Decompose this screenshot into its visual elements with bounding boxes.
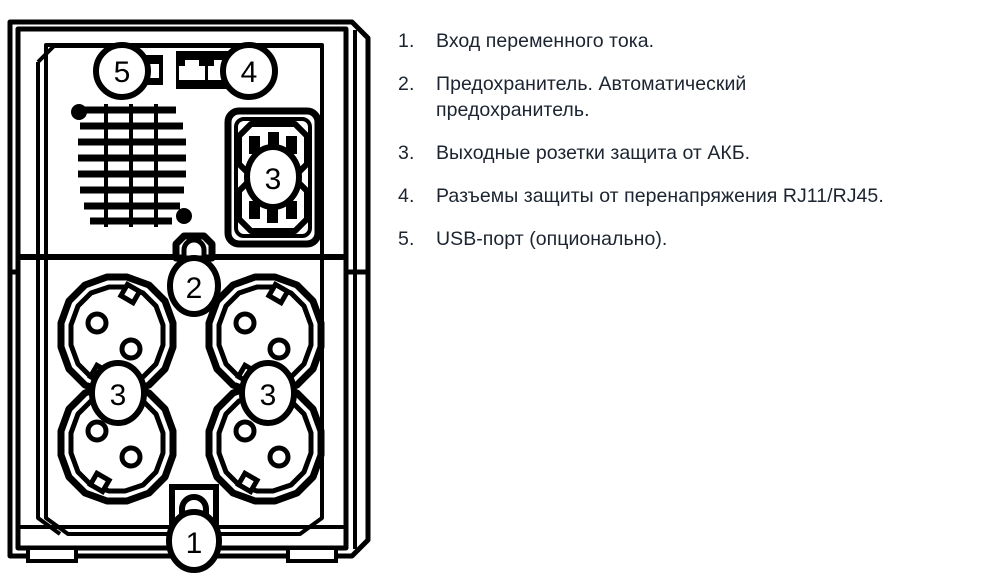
callout-markers: 5 4 3 2 3: [89, 42, 302, 573]
callout-5-label: 5: [114, 56, 131, 89]
legend-item-text: Вход переменного тока.: [436, 30, 655, 52]
ventilation-grille: [71, 104, 192, 227]
ups-rear-panel-illustration: 5 4 3 2 3: [0, 0, 390, 573]
legend-item-number: 3.: [398, 142, 415, 164]
legend-list: 1. Вход переменного тока. 2. Предохранит…: [390, 0, 991, 269]
callout-3-iec-label: 3: [265, 163, 282, 196]
callout-3-socket-right-label: 3: [260, 379, 277, 412]
callout-5: 5: [93, 42, 151, 100]
callout-3-iec: 3: [244, 144, 302, 210]
legend-item: 4. Разъемы защиты от перенапряжения RJ11…: [398, 183, 991, 209]
legend-item-number: 5.: [398, 228, 415, 250]
callout-2-label: 2: [186, 272, 203, 305]
legend-item-text: Выходные розетки защита от АКБ.: [436, 142, 751, 164]
callout-1: 1: [166, 509, 222, 573]
legend-item-number: 1.: [398, 30, 415, 52]
legend-item-number: 4.: [398, 185, 415, 207]
legend-item-text: Предохранитель. Автоматический предохран…: [436, 73, 747, 121]
legend-item-text: USB-порт (опционально).: [436, 228, 668, 250]
circuit-breaker[interactable]: [172, 232, 216, 262]
legend-item-text: Разъемы защиты от перенапряжения RJ11/RJ…: [436, 185, 884, 207]
legend-item: 1. Вход переменного тока.: [398, 28, 991, 54]
callout-3-socket-left-label: 3: [110, 379, 127, 412]
legend-item: 2. Предохранитель. Автоматический предох…: [398, 71, 991, 123]
legend-item: 3. Выходные розетки защита от АКБ.: [398, 140, 991, 166]
callout-2: 2: [167, 255, 221, 317]
legend-item-number: 2.: [398, 73, 415, 95]
callout-3-socket-right: 3: [239, 360, 297, 426]
callout-4: 4: [220, 42, 278, 100]
callout-4-label: 4: [241, 56, 258, 89]
ups-diagram-svg: 5 4 3 2 3: [7, 19, 371, 573]
callout-1-label: 1: [186, 527, 203, 560]
legend-item: 5. USB-порт (опционально).: [398, 226, 991, 252]
callout-3-socket-left: 3: [89, 360, 147, 426]
